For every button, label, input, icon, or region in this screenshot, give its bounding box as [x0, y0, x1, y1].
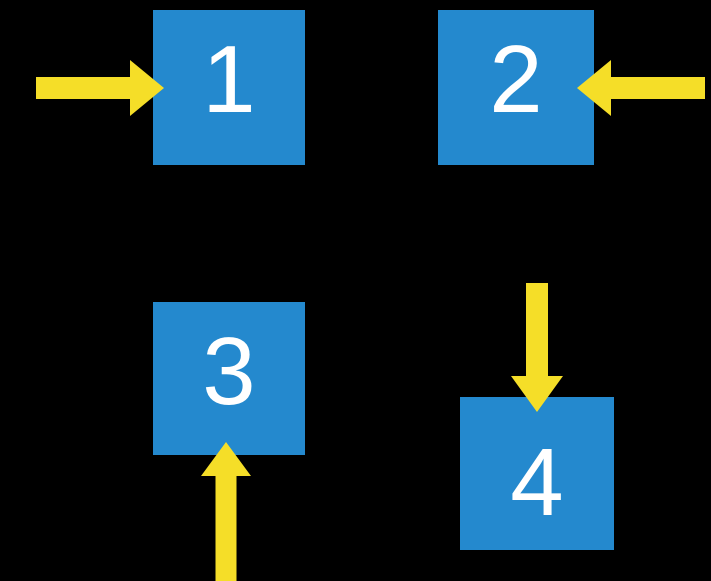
arrow-right-icon — [36, 60, 164, 116]
node-box-2[interactable]: 2 — [438, 10, 594, 165]
arrow-up-icon — [201, 442, 251, 581]
node-box-1[interactable]: 1 — [153, 10, 305, 165]
node-label-1: 1 — [202, 26, 256, 133]
node-label-3: 3 — [202, 318, 256, 425]
node-box-3[interactable]: 3 — [153, 302, 305, 455]
arrow-left-icon — [577, 60, 705, 116]
arrow-down-icon — [511, 283, 563, 412]
node-label-2: 2 — [489, 26, 543, 133]
node-box-4[interactable]: 4 — [460, 397, 614, 550]
node-label-4: 4 — [510, 429, 564, 536]
